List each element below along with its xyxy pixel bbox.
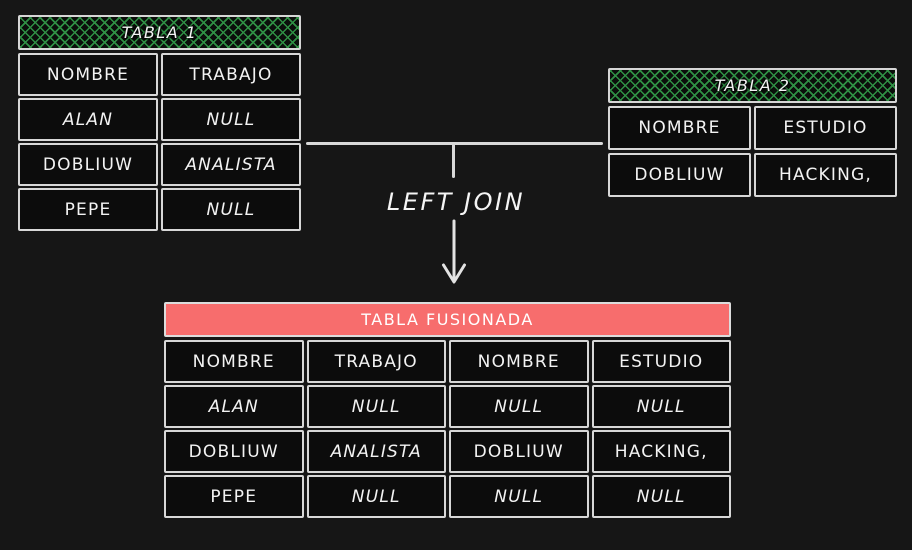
table-cell: DOBLIUW (164, 430, 304, 473)
down-arrow-icon (437, 219, 471, 297)
table-cell: ESTUDIO (754, 106, 897, 150)
table-cell: DOBLIUW (18, 143, 158, 186)
table-cell: NOMBRE (449, 340, 589, 383)
table-cell: NULL (591, 475, 731, 518)
table-cell: TRABAJO (306, 340, 446, 383)
table-cell: ANALISTA (161, 143, 301, 186)
table-cell: HACKING, (591, 430, 731, 473)
table-cell: ALAN (18, 98, 158, 141)
table-cell: NULL (161, 188, 301, 231)
join-label: LEFT JOIN (386, 188, 526, 216)
table-cell: NULL (591, 385, 731, 428)
table-cell: NULL (161, 98, 301, 141)
table-cell: NULL (449, 385, 589, 428)
table-cell: ALAN (164, 385, 304, 428)
table2: TABLA 2 NOMBRE ESTUDIO DOBLIUW HACKING, (608, 68, 897, 197)
table-cell: NULL (449, 475, 589, 518)
table-cell: DOBLIUW (608, 153, 751, 197)
table-cell: PEPE (18, 188, 158, 231)
connector-line-horizontal (306, 142, 603, 145)
merged-table: TABLA FUSIONADA NOMBRE TRABAJO NOMBRE ES… (164, 302, 731, 518)
table-cell: NULL (306, 475, 446, 518)
table-cell: DOBLIUW (449, 430, 589, 473)
table-cell: PEPE (164, 475, 304, 518)
table2-title: TABLA 2 (608, 68, 897, 103)
table-cell: ESTUDIO (591, 340, 731, 383)
table1: TABLA 1 NOMBRE TRABAJO ALAN NULL DOBLIUW… (18, 15, 301, 231)
connector-line-vertical (452, 144, 455, 178)
table-cell: NOMBRE (608, 106, 751, 150)
table-cell: NOMBRE (18, 53, 158, 96)
merged-table-body: NOMBRE TRABAJO NOMBRE ESTUDIO ALAN NULL … (164, 340, 731, 518)
merged-table-title: TABLA FUSIONADA (164, 302, 731, 337)
table-cell: TRABAJO (161, 53, 301, 96)
table-cell: HACKING, (754, 153, 897, 197)
table-cell: NULL (306, 385, 446, 428)
table1-body: NOMBRE TRABAJO ALAN NULL DOBLIUW ANALIST… (18, 53, 301, 231)
table2-body: NOMBRE ESTUDIO DOBLIUW HACKING, (608, 106, 897, 197)
table1-title: TABLA 1 (18, 15, 301, 50)
table-cell: NOMBRE (164, 340, 304, 383)
table-cell: ANALISTA (306, 430, 446, 473)
